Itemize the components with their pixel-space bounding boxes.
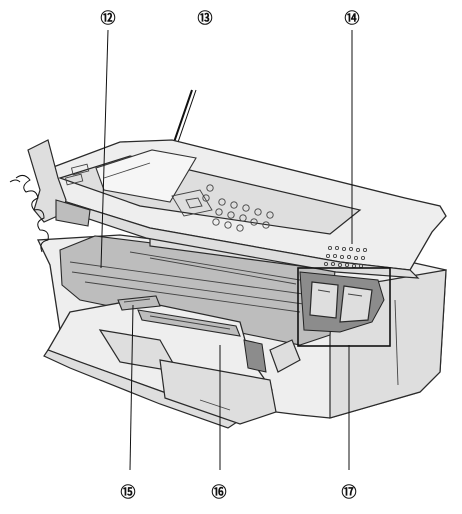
speaker-grille [323, 245, 368, 269]
fax-printer-illustration [9, 89, 447, 429]
leader-15 [129, 304, 134, 471]
callout-15: ⑮ [120, 483, 135, 501]
svg-text:⑬: ⑬ [197, 9, 212, 27]
callout-17: ⑰ [341, 483, 356, 501]
cartridge-highlight-box [297, 267, 391, 347]
svg-text:⑯: ⑯ [211, 483, 226, 501]
svg-text:⑮: ⑮ [120, 483, 135, 501]
callout-leaders [100, 29, 391, 471]
callout-labels: ⑫ ⑬ ⑭ ⑮ ⑯ ⑰ [100, 9, 359, 501]
callout-14: ⑭ [344, 9, 359, 27]
leader-12 [100, 29, 109, 269]
svg-text:⑰: ⑰ [341, 483, 356, 501]
svg-text:⑭: ⑭ [344, 9, 359, 27]
svg-text:⑫: ⑫ [100, 9, 115, 27]
callout-12: ⑫ [100, 9, 115, 27]
callout-13: ⑬ [197, 9, 212, 27]
keypad [202, 184, 274, 232]
callout-16: ⑯ [211, 483, 226, 501]
